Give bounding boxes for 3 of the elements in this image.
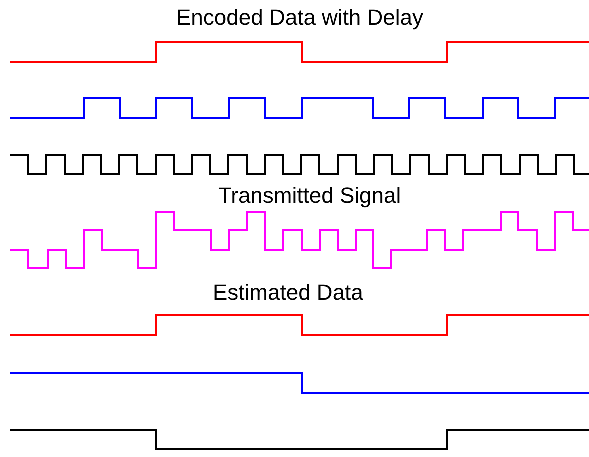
- waveform-heading: Encoded Data with Delay: [176, 6, 424, 30]
- waveform-heading: Estimated Data: [213, 281, 364, 305]
- waveform-heading: Transmitted Signal: [218, 184, 402, 208]
